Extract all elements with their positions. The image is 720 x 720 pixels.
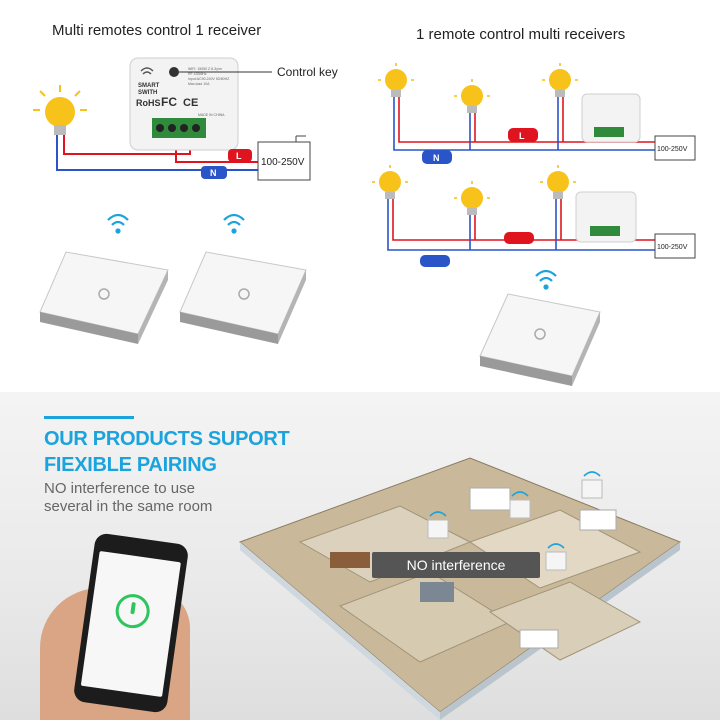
wall-switch-remote [479,293,601,386]
wifi-icon [429,471,601,549]
right-diagram-title: 1 remote control multi receivers [416,26,626,43]
remote-wifi-icon [223,213,245,226]
control-key-callout: Control key [277,65,338,79]
neutral-tag-label: N [433,153,440,163]
promo-panel: OUR PRODUCTS SUPORT FIEXIBLE PAIRING NO … [0,392,720,720]
live-tag [508,128,538,142]
power-supply-box [654,135,696,161]
made-in-label: MADE IN CHINA [198,113,225,117]
left-diagram-title: Multi remotes control 1 receiver [52,22,262,39]
live-tag [228,149,252,162]
live-tag-label: L [236,151,242,161]
bulb-icon [454,181,490,215]
bulb-icon [540,165,576,199]
power-supply-box [257,141,311,181]
module-brand-1: SMART [138,83,160,89]
ce-mark: CE [183,97,198,109]
live-tag-label: L [519,131,525,141]
headline-line-2: FIEXIBLE PAIRING [44,454,217,476]
receiver-module [575,191,637,243]
subline-2: several in the same room [44,498,213,515]
voltage-label-top: 100-250V [657,146,688,153]
bulb-icon [378,63,414,97]
headline-line-1: OUR PRODUCTS SUPORT [44,428,290,450]
floor-plan-illustration [239,457,682,720]
spec-line-1: WIFI: 15050 Z 8-3y/m [188,67,222,71]
subline-1: NO interference to use [44,480,195,497]
voltage-label-bottom: 100-250V [657,244,688,251]
receiver-module [129,57,239,151]
bulb-icon [33,85,87,135]
accent-rule [44,416,134,419]
bulb-icon [454,79,490,113]
bulb-icon [372,165,408,199]
wiring-diagrams: SMART SWITH RoHS FC CE WIFI: 15050 Z 8-3… [33,57,696,386]
wall-switch-remote [179,251,307,344]
neutral-tag-label: N [210,168,217,178]
fc-mark: FC [161,95,177,109]
neutral-tag [201,166,227,179]
spec-line-4: Max.load 10A [188,82,210,86]
no-interference-banner: NO interference [372,552,540,578]
neutral-tag-blank [420,255,450,267]
remote-wifi-icon [535,269,557,282]
phone-screen [80,550,181,698]
spec-line-2: RF 433MHz [188,72,207,76]
live-tag-blank [504,232,534,244]
receiver-module [427,479,603,571]
receiver-module [581,93,641,143]
neutral-tag [422,150,452,164]
bulb-icon [542,63,578,97]
voltage-label: 100-250V [261,157,305,168]
remote-wifi-icon [107,213,129,226]
rohs-mark: RoHS [136,98,161,108]
spec-line-3: Input:AC90-240V 50/60HZ [188,77,230,81]
power-supply-box [654,233,696,259]
wall-switch-remote [39,251,169,344]
no-interference-label: NO interference [406,557,506,573]
wifi-icon [140,67,154,75]
module-brand-2: SWITH [138,90,157,96]
